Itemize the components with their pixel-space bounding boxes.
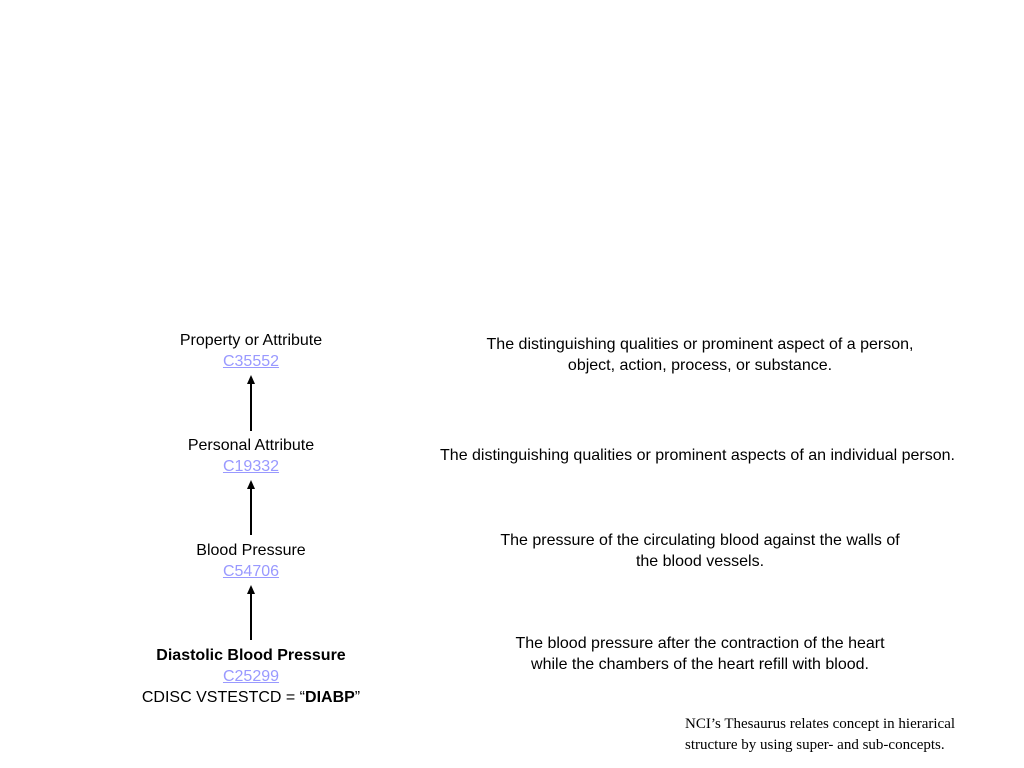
thesaurus-note: NCI’s Thesaurus relates concept in hiera…	[685, 714, 1015, 756]
definition-line: The distinguishing qualities or prominen…	[440, 447, 955, 464]
cdisc-testcd-line: CDISC VSTESTCD = “DIABP”	[100, 687, 402, 708]
definition-line: while the chambers of the heart refill w…	[531, 656, 869, 673]
concept-label: Blood Pressure	[196, 542, 306, 559]
concept-node-diastolic-blood-pressure: Diastolic Blood Pressure C25299 CDISC VS…	[100, 645, 402, 708]
concept-code-link[interactable]: C25299	[222, 668, 280, 685]
up-arrow-icon	[245, 375, 257, 431]
concept-label: Diastolic Blood Pressure	[156, 647, 346, 664]
concept-code-link[interactable]: C35552	[222, 353, 280, 370]
cdisc-suffix: ”	[354, 689, 361, 706]
concept-label: Personal Attribute	[187, 437, 315, 454]
up-arrow-icon	[245, 585, 257, 640]
definition-personal-attribute: The distinguishing qualities or prominen…	[410, 445, 985, 466]
definition-line: the blood vessels.	[635, 553, 765, 570]
definition-blood-pressure: The pressure of the circulating blood ag…	[460, 530, 940, 572]
definition-line: The blood pressure after the contraction…	[515, 635, 885, 652]
definition-line: object, action, process, or substance.	[567, 357, 833, 374]
concept-node-property-or-attribute: Property or Attribute C35552	[100, 330, 402, 372]
note-line: structure by using super- and sub-concep…	[685, 737, 945, 753]
concept-code-link[interactable]: C54706	[222, 563, 280, 580]
definition-line: The distinguishing qualities or prominen…	[486, 336, 914, 353]
definition-diastolic-blood-pressure: The blood pressure after the contraction…	[470, 633, 930, 675]
note-line: NCI’s Thesaurus relates concept in hiera…	[685, 716, 956, 732]
concept-node-blood-pressure: Blood Pressure C54706	[100, 540, 402, 582]
concept-code-link[interactable]: C19332	[222, 458, 280, 475]
cdisc-prefix: CDISC VSTESTCD = “	[141, 689, 306, 706]
definition-line: The pressure of the circulating blood ag…	[500, 532, 900, 549]
up-arrow-icon	[245, 480, 257, 535]
cdisc-value: DIABP	[305, 689, 355, 706]
concept-label: Property or Attribute	[179, 332, 323, 349]
definition-property-or-attribute: The distinguishing qualities or prominen…	[440, 334, 960, 376]
concept-node-personal-attribute: Personal Attribute C19332	[100, 435, 402, 477]
